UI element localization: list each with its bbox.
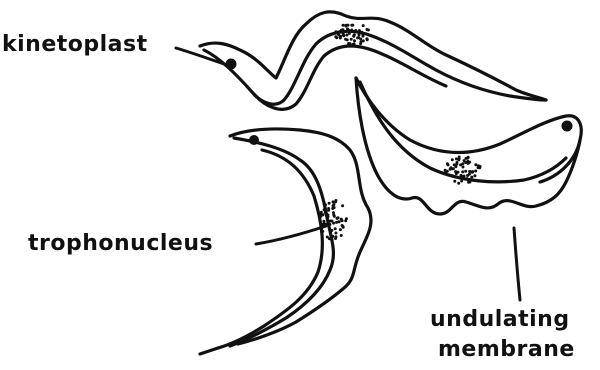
pointer-trophonucleus <box>256 226 326 244</box>
kinetoplast-dot-right <box>562 121 573 132</box>
label-kinetoplast: kinetoplast <box>2 34 148 56</box>
upper-body-lower <box>252 46 446 109</box>
trypanosome-upper <box>200 12 546 110</box>
label-undulating-membrane-line1: undulating <box>430 309 570 331</box>
upper-membrane-outer <box>200 12 546 100</box>
right-body-upper <box>356 78 581 182</box>
right-membrane-outer <box>356 78 580 214</box>
pointer-undulating <box>514 228 520 300</box>
trypanosome-right <box>356 78 581 214</box>
kinetoplast-dot-upper <box>226 59 237 70</box>
upper-body-inner <box>204 31 546 104</box>
label-trophonucleus: trophonucleus <box>28 233 213 255</box>
label-undulating-membrane-line2: membrane <box>438 339 575 361</box>
kinetoplast-dot-left <box>249 135 259 145</box>
left-body-line3 <box>218 150 322 348</box>
left-flagellum <box>200 348 218 354</box>
trypanosome-left <box>200 129 371 354</box>
